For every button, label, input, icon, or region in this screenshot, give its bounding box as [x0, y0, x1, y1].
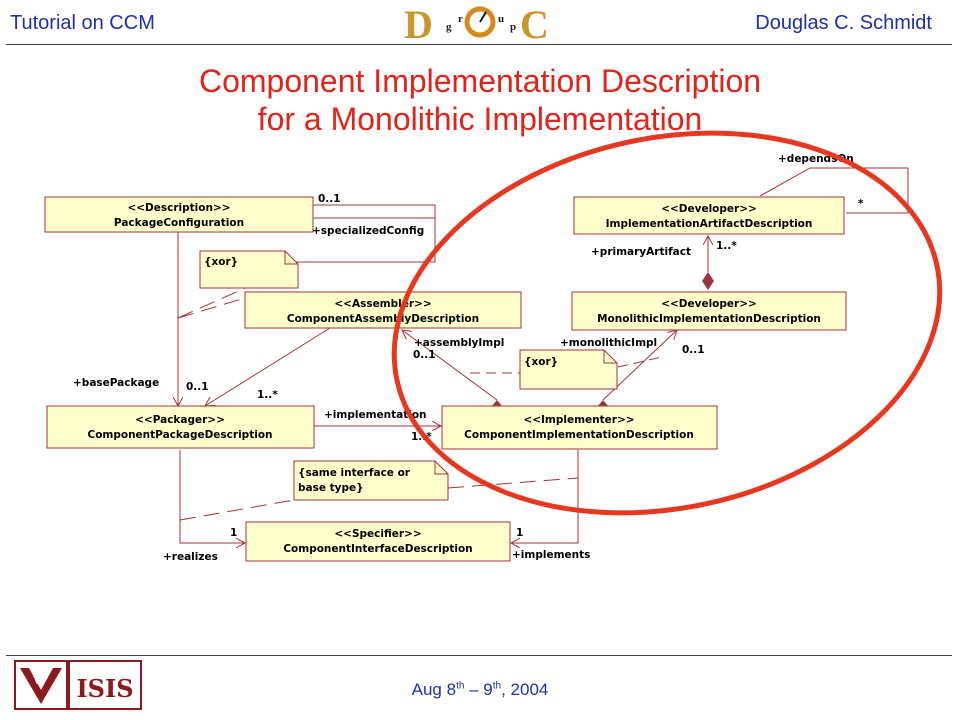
implements-role: +implements [512, 549, 590, 561]
package-configuration-name: PackageConfiguration [114, 217, 244, 229]
assembly-to-package-line [205, 327, 331, 406]
logo-ring-icon [464, 6, 496, 38]
connectors [177, 167, 909, 543]
title-line-2: for a Monolithic Implementation [257, 101, 703, 137]
class-component-assembly-description: <<Assembler>> ComponentAssemblyDescripti… [244, 291, 522, 329]
footer-date-year: , 2004 [501, 680, 549, 699]
package-description-name: ComponentPackageDescription [87, 429, 272, 441]
logo-letter-p: p [510, 21, 516, 33]
logo-letter-g: g [446, 21, 452, 33]
primary-artifact-mult: 1..* [716, 240, 737, 252]
implementation-description-stereotype: <<Implementer>> [523, 414, 634, 426]
footer-rule [6, 655, 952, 656]
same-note-dashed-right [447, 477, 579, 489]
xor-left-dashed-2 [177, 297, 246, 319]
logo-letter-d: D [404, 2, 433, 47]
implements-mult: 1 [516, 527, 523, 539]
implementation-role: +implementation [324, 409, 427, 421]
title-line-1: Component Implementation Description [198, 63, 762, 99]
footer-date-prefix: Aug 8 [411, 680, 457, 699]
class-component-package-description: <<Packager>> ComponentPackageDescription [46, 405, 315, 449]
class-monolithic-implementation-description: <<Developer>> MonolithicImplementationDe… [571, 291, 847, 331]
interface-description-stereotype: <<Specifier>> [334, 528, 421, 540]
header-right-text: Douglas C. Schmidt [755, 12, 932, 34]
implements-line [511, 450, 579, 543]
base-package-role: +basePackage [73, 377, 159, 389]
note-same-interface: {same interface or base type} [293, 460, 449, 501]
slide-title: Component Implementation Description for… [0, 62, 960, 138]
assembly-impl-role: +assemblyImpl [414, 337, 504, 349]
realizes-line [179, 450, 245, 543]
artifact-composition-diamond [702, 272, 714, 290]
doc-group-logo: D g r u p C [404, 2, 549, 47]
depends-on-mult: * [858, 198, 864, 210]
assembly-impl-line [402, 330, 498, 401]
footer-superscript-2: th [492, 680, 502, 692]
specialized-config-mult: 0..1 [318, 193, 341, 205]
monolithic-name: MonolithicImplementationDescription [597, 313, 821, 325]
interface-description-name: ComponentInterfaceDescription [283, 543, 472, 555]
assembly-stereotype: <<Assembler>> [334, 298, 431, 310]
monolithic-stereotype: <<Developer>> [661, 298, 757, 310]
assembly-name: ComponentAssemblyDescription [287, 313, 479, 325]
xor-mid-dashed-right [617, 356, 663, 368]
footer-superscript-1: th [456, 680, 465, 692]
base-package-mult: 0..1 [186, 381, 209, 393]
footer-date: Aug 8th – 9th, 2004 [0, 680, 960, 700]
vanderbilt-logo: V [14, 660, 68, 710]
assembly-impl-mult: 0..1 [413, 349, 436, 361]
vanderbilt-logo-letter: V [32, 674, 42, 687]
highlight-ellipse [391, 130, 943, 516]
package-configuration-stereotype: <<Description>> [127, 202, 230, 214]
note-same-interface-line-1: {same interface or [298, 467, 411, 479]
note-xor-left-text: {xor} [204, 256, 238, 268]
realizes-role: +realizes [163, 551, 218, 563]
same-note-dashed-left [179, 499, 295, 521]
specialized-config-role: +specializedConfig [312, 225, 424, 237]
note-xor-left: {xor} [199, 250, 299, 289]
class-package-configuration: <<Description>> PackageConfiguration [44, 196, 314, 233]
implementation-description-name: ComponentImplementationDescription [464, 429, 694, 441]
specialized-config-line [290, 204, 436, 263]
header-left-text: Tutorial on CCM [10, 12, 155, 34]
note-xor-mid: {xor} [519, 349, 618, 390]
package-description-stereotype: <<Packager>> [135, 414, 225, 426]
primary-artifact-role: +primaryArtifact [591, 246, 691, 258]
note-xor-mid-text: {xor} [524, 356, 558, 368]
artifact-description-stereotype: <<Developer>> [661, 203, 757, 215]
isis-logo-text: ISIS [76, 674, 133, 703]
logo-clock-hand-icon [479, 11, 487, 23]
logo-letter-c: C [520, 2, 549, 47]
monolithic-impl-mult: 0..1 [682, 344, 705, 356]
monolithic-impl-role: +monolithicImpl [560, 337, 657, 349]
realizes-mult: 1 [230, 527, 237, 539]
artifact-description-name: ImplementationArtifactDescription [606, 218, 813, 230]
logo-letter-u: u [498, 13, 504, 25]
class-implementation-artifact-description: <<Developer>> ImplementationArtifactDesc… [573, 196, 845, 235]
depends-on-line [759, 167, 909, 214]
footer-date-mid: – 9 [464, 680, 493, 699]
isis-logo: ISIS [68, 660, 142, 710]
assembly-package-mult: 1..* [257, 389, 278, 401]
logo-letter-r: r [458, 13, 463, 25]
class-component-interface-description: <<Specifier>> ComponentInterfaceDescript… [245, 521, 511, 562]
header-rule [6, 44, 952, 45]
class-component-implementation-description: <<Implementer>> ComponentImplementationD… [441, 405, 718, 450]
note-same-interface-line-2: base type} [298, 482, 364, 494]
